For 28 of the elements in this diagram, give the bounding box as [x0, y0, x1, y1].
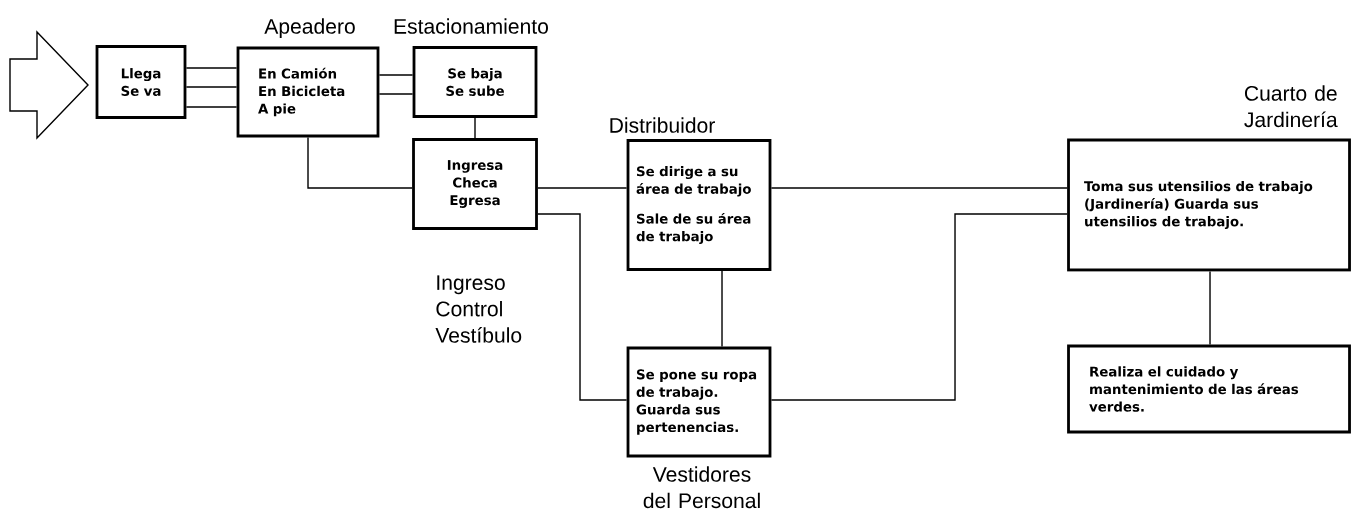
connector-line — [721, 270, 723, 348]
process-box: Se baja Se sube — [412, 46, 538, 118]
process-box: En Camión En Bicicleta A pie — [236, 46, 380, 138]
box-heading: Ingreso Control Vestíbulo — [435, 275, 522, 343]
box-heading: Distribuidor — [610, 117, 715, 133]
process-box: Realiza el cuidado y mantenimiento de las áreas verdes. — [1067, 344, 1351, 434]
process-box: Toma sus utensilios de trabajo (Jardinería) Guarda sus utensilios de trabajo. — [1067, 138, 1351, 272]
connector-line — [185, 86, 238, 88]
box-heading: Cuarto de Jardinería — [1244, 85, 1338, 128]
box-heading: Estacionamiento — [394, 18, 548, 34]
connector-line — [185, 67, 238, 69]
process-box: Se dirige a su área de trabajo Sale de su área de trabajo — [626, 139, 772, 271]
connector-line — [185, 106, 238, 108]
connector-line — [1209, 270, 1211, 346]
connector-line — [307, 136, 413, 189]
box-heading: Vestidores del Personal — [643, 466, 760, 509]
connector-line — [378, 93, 414, 95]
process-box: Llega Se va — [95, 45, 187, 119]
connector-line — [770, 213, 1068, 401]
box-heading: Apeadero — [264, 18, 355, 38]
process-box: Se pone su ropa de trabajo. Guarda sus pertenencias. — [626, 346, 772, 458]
connector-line — [474, 117, 476, 139]
process-box: Ingresa Checa Egresa — [412, 138, 538, 230]
block-arrow — [9, 30, 89, 140]
connector-line — [537, 213, 628, 401]
connector-line — [537, 187, 628, 189]
connector-line — [378, 74, 414, 76]
connector-line — [770, 187, 1068, 189]
